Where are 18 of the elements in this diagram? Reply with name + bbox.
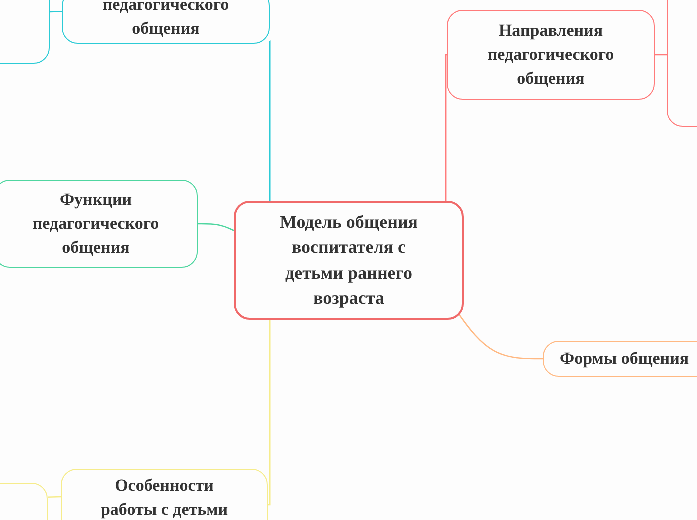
topic-text: Особенности работы с детьми (100, 475, 230, 520)
topic-text: Функции педагогического общения (32, 189, 160, 259)
topic-box (543, 341, 697, 377)
topic-text: Формы общения (560, 348, 690, 370)
topic-box (447, 10, 655, 100)
connector-line (655, 54, 667, 56)
connector-line (48, 496, 62, 498)
topic-box (62, 0, 270, 44)
topic-text: Модель общения воспитателя с детьми раннего возраста (278, 211, 420, 310)
topic-box (234, 201, 464, 320)
topic-text: Направления педагогического общения (486, 20, 616, 90)
connector-line (268, 320, 271, 506)
topic-text: педагогического общения (102, 0, 230, 40)
connector-line (269, 40, 271, 201)
connector-line (50, 10, 62, 13)
connector-line (198, 223, 234, 232)
topic-box (0, 180, 198, 268)
connector-line (445, 54, 448, 201)
